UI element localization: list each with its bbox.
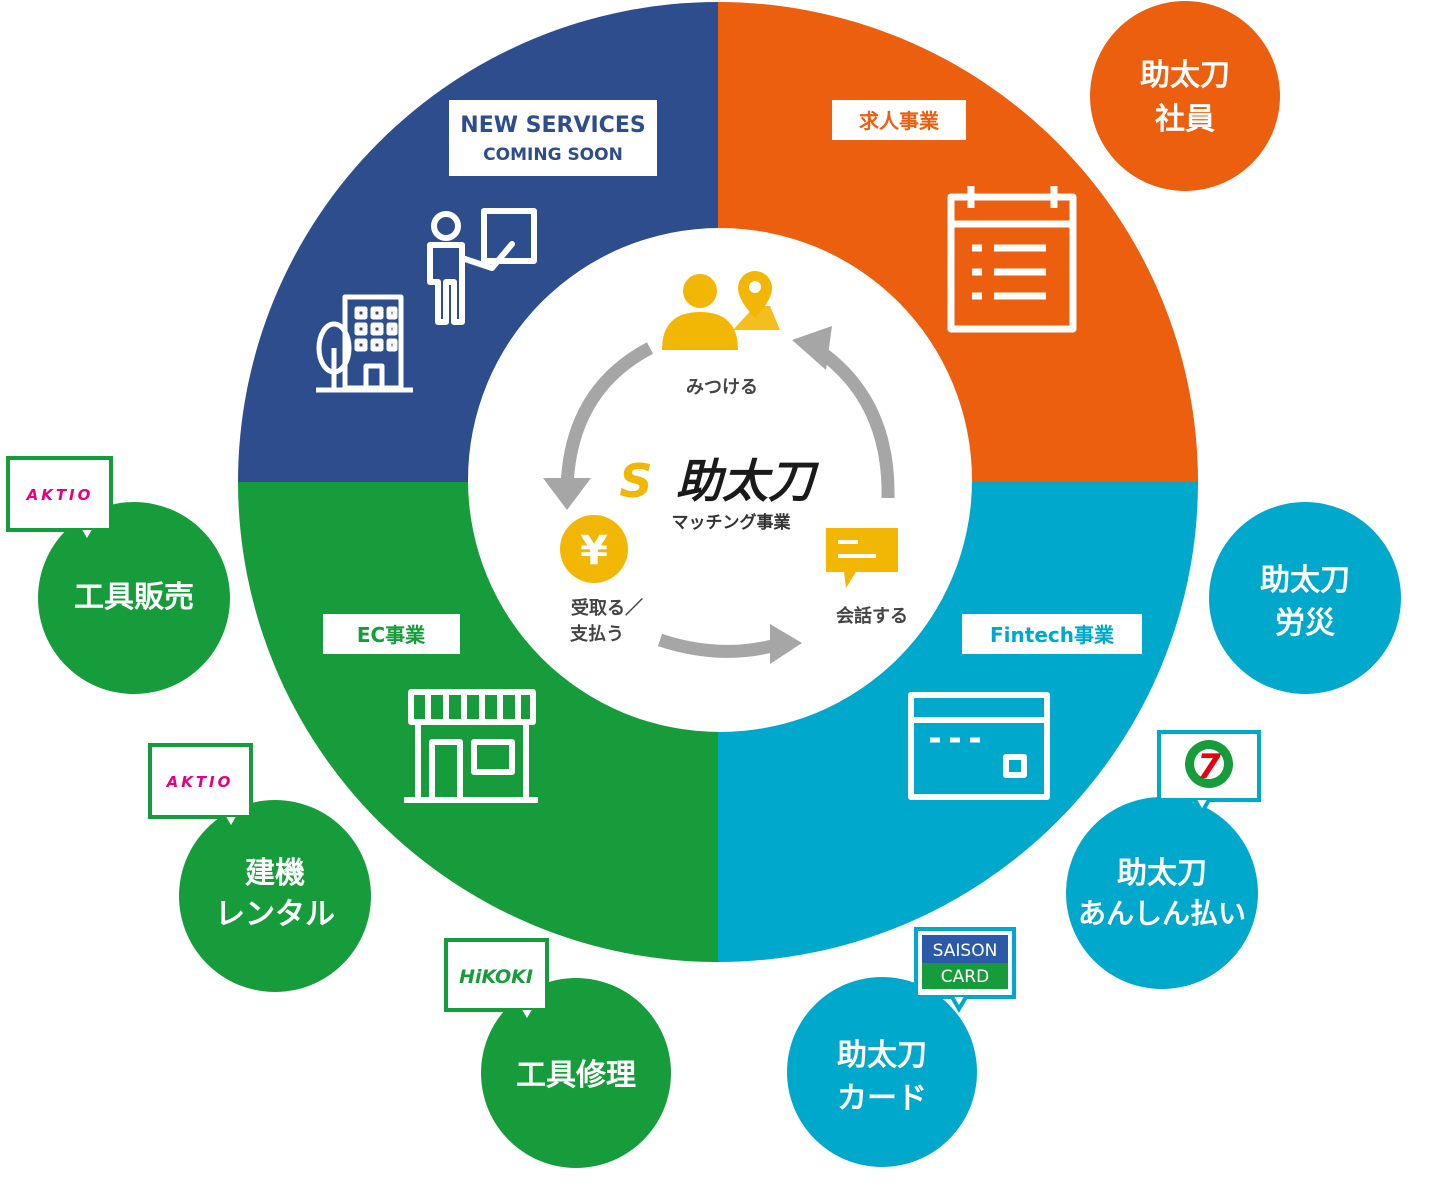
- arrow-pay-to-talk: [657, 633, 778, 658]
- brand-mark: S: [619, 454, 652, 508]
- anshin-line1: 助太刀: [1117, 856, 1207, 891]
- satellite-anshin[interactable]: 助太刀 あんしん払い: [1066, 797, 1258, 989]
- satellite-employee[interactable]: 助太刀 社員: [1090, 1, 1280, 191]
- arrow-head-find-to-pay: [543, 478, 591, 510]
- hikoki-logo: HiKOKI: [459, 966, 533, 988]
- satellite-rousai[interactable]: 助太刀 労災: [1209, 502, 1401, 694]
- new-services-title: NEW SERVICES: [460, 113, 645, 138]
- rental-line2: レンタル: [215, 897, 335, 932]
- cycle-pay-label-1: 受取る／: [571, 597, 643, 619]
- aktio-logo-tag-1: AKTIO: [6, 456, 113, 546]
- brand-logo: S 助太刀 マッチング事業: [619, 454, 820, 533]
- arrow-talk-to-find: [814, 344, 895, 499]
- office-building-icon: [316, 294, 413, 393]
- center-hub: [468, 228, 972, 732]
- employee-line2: 社員: [1155, 102, 1215, 137]
- satellite-repair[interactable]: 工具修理: [481, 978, 671, 1168]
- aktio-logo-tag-2: AKTIO: [148, 743, 253, 833]
- satellite-rental[interactable]: 建機 レンタル: [179, 800, 371, 992]
- new-services-subtitle: COMING SOON: [483, 145, 623, 165]
- arrow-find-to-pay: [560, 342, 654, 489]
- presenter-icon: [427, 208, 537, 325]
- aktio-logo-1: AKTIO: [26, 486, 94, 504]
- card-line2: カード: [837, 1081, 927, 1116]
- employee-line1: 助太刀: [1140, 58, 1230, 93]
- cycle-find-label: みつける: [686, 377, 758, 398]
- rousai-line1: 助太刀: [1260, 563, 1350, 598]
- satellite-tool-sales[interactable]: 工具販売: [38, 502, 230, 694]
- card-line1: 助太刀: [837, 1038, 927, 1073]
- rousai-line2: 労災: [1275, 606, 1336, 641]
- tool-sales-line1: 工具販売: [74, 580, 194, 615]
- yen-coin-icon: ¥: [560, 515, 628, 583]
- arrow-head-pay-to-talk: [770, 624, 802, 664]
- repair-line1: 工具修理: [516, 1058, 636, 1093]
- cycle-talk-label: 会話する: [836, 605, 908, 627]
- seven-bank-logo-tag: 7: [1157, 730, 1261, 816]
- chat-bubble-icon: [826, 528, 898, 588]
- seven-bank-mark: 7: [1197, 747, 1221, 787]
- arrow-head-talk-to-find: [792, 326, 832, 370]
- storefront-icon: [404, 689, 538, 803]
- aktio-logo-2: AKTIO: [166, 773, 234, 791]
- satellite-card[interactable]: 助太刀 カード: [787, 977, 977, 1167]
- brand-subtitle: マッチング事業: [672, 512, 791, 533]
- saison-top-text: SAISON: [933, 941, 998, 961]
- ec-badge: EC事業: [323, 614, 460, 654]
- new-services-badge: NEW SERVICES COMING SOON: [449, 100, 657, 176]
- credit-card-icon: [908, 692, 1050, 800]
- calendar-list-icon: [947, 186, 1077, 333]
- fintech-badge: Fintech事業: [962, 614, 1142, 654]
- anshin-line2: あんしん払い: [1078, 897, 1246, 930]
- saison-bottom-text: CARD: [941, 967, 989, 987]
- saison-card-logo-tag: SAISON CARD: [914, 927, 1016, 1013]
- ec-label: EC事業: [357, 623, 426, 647]
- recruit-label: 求人事業: [859, 109, 940, 133]
- people-location-icon: [662, 271, 780, 350]
- brand-name: 助太刀: [676, 454, 820, 508]
- recruit-badge: 求人事業: [832, 100, 966, 140]
- cycle-arrows: [543, 326, 895, 664]
- yen-symbol: ¥: [580, 528, 608, 574]
- fintech-label: Fintech事業: [990, 623, 1115, 647]
- rental-line1: 建機: [245, 856, 305, 891]
- hikoki-logo-tag: HiKOKI: [444, 938, 549, 1026]
- cycle-pay-label-2: 支払う: [569, 623, 624, 645]
